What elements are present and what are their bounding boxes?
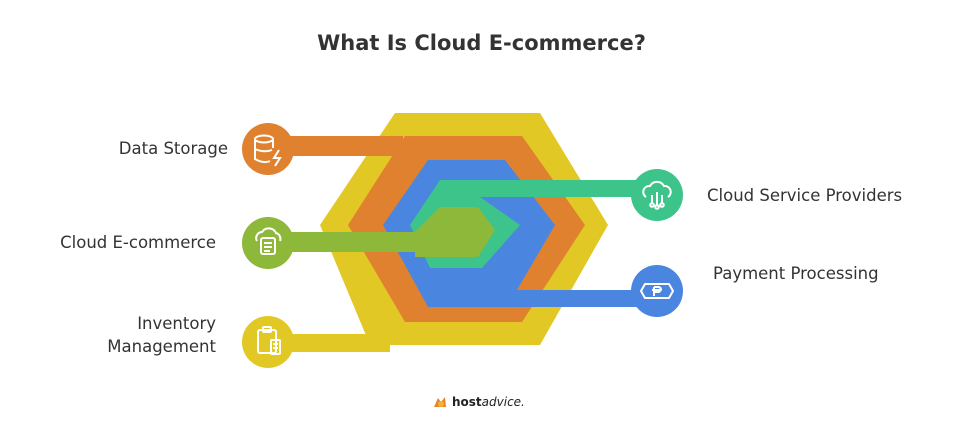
- cloud-providers-node: [631, 169, 683, 221]
- inventory-node: [242, 316, 294, 368]
- payment-node: [631, 265, 683, 317]
- cloud-ecommerce-node: [242, 217, 294, 269]
- label-cloud-service-providers: Cloud Service Providers: [707, 186, 903, 205]
- hostadvice-logo: hostadvice.: [432, 394, 525, 410]
- currency-ticket-icon: [639, 283, 675, 299]
- logo-text-bold: host: [452, 395, 482, 409]
- label-inventory-line2: Management: [107, 337, 216, 356]
- cloud-network-icon: [642, 180, 672, 210]
- label-cloud-ecommerce: Cloud E-commerce: [60, 233, 216, 252]
- label-data-storage: Data Storage: [118, 139, 228, 158]
- diagram-title: What Is Cloud E-commerce?: [317, 31, 646, 55]
- logo-text-italic: advice.: [481, 395, 525, 409]
- data-storage-node: [242, 123, 294, 175]
- hostadvice-mascot-icon: [434, 397, 446, 407]
- label-payment-processing: Payment Processing: [713, 264, 879, 283]
- cloud-document-icon: [255, 227, 282, 255]
- database-lightning-icon: [254, 134, 282, 167]
- clipboard-list-icon: [257, 326, 281, 355]
- cloud-ecommerce-band: [268, 207, 495, 257]
- label-inventory-line1: Inventory: [137, 314, 216, 333]
